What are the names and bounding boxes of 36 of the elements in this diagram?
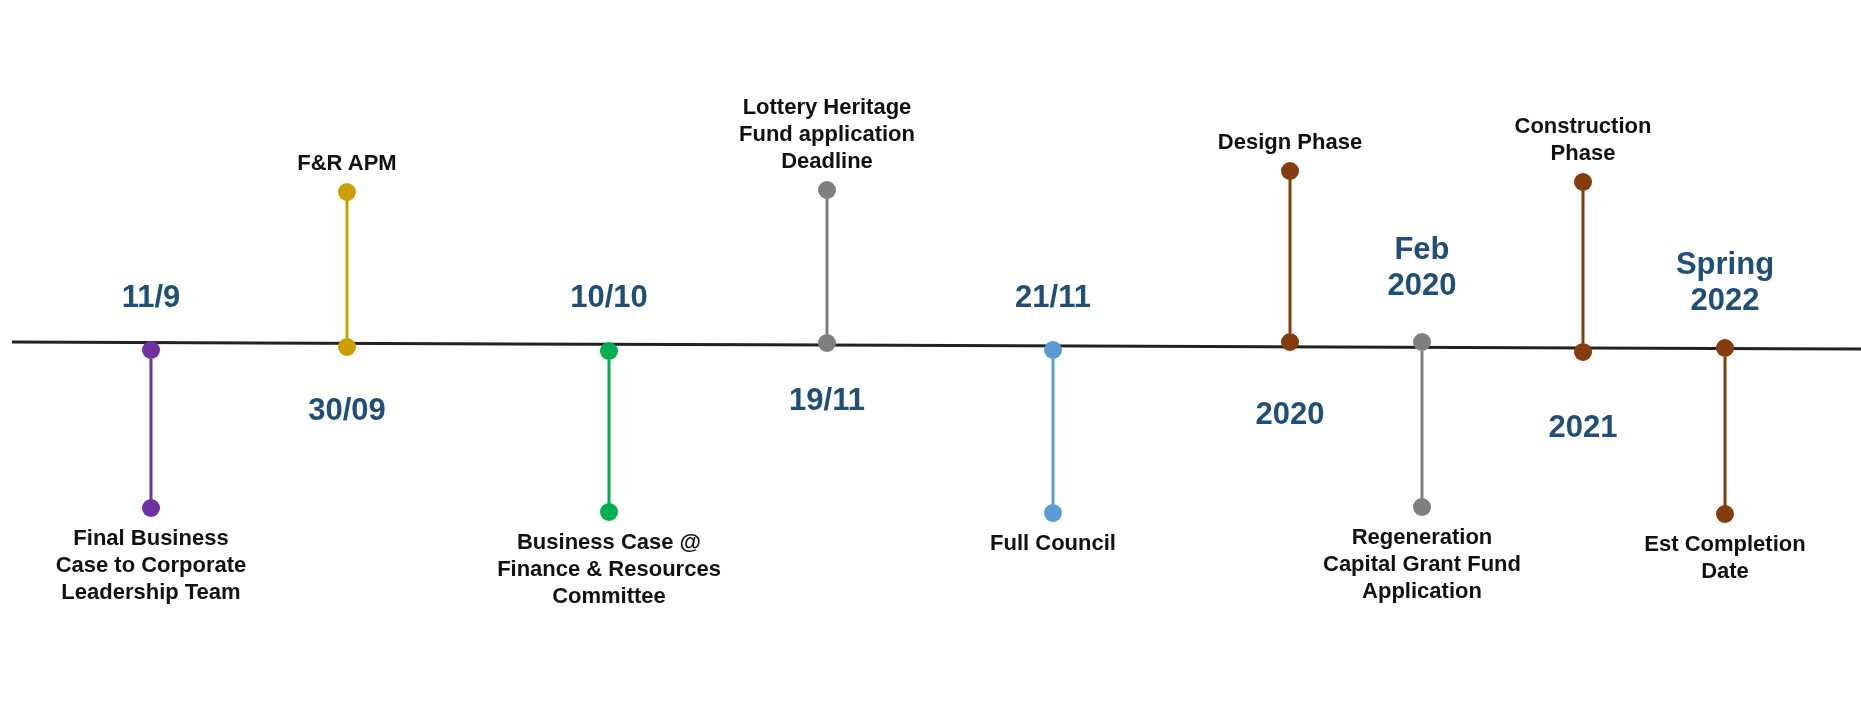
date-label: 2020 (1255, 396, 1325, 432)
timeline-dot (338, 338, 356, 356)
date-label: 30/09 (308, 392, 386, 428)
date-label: 11/9 (121, 279, 181, 315)
milestone-stem (142, 359, 160, 517)
milestone-text: Business Case @ Finance & Resources Committee (494, 512, 724, 609)
date-label: 10/10 (570, 279, 648, 315)
milestone-stem (338, 183, 356, 338)
milestone-stem (600, 360, 618, 521)
milestone-stem (1281, 162, 1299, 333)
timeline-dot (600, 342, 618, 360)
milestone-text: Regeneration Capital Grant Fund Application (1322, 507, 1522, 604)
milestone-text: Full Council (953, 513, 1153, 556)
timeline-dot (1044, 341, 1062, 359)
date-label: Feb 2020 (1386, 231, 1458, 303)
milestone-text: F&R APM (247, 149, 447, 192)
timeline-dot (1413, 333, 1431, 351)
milestone-stem (1044, 359, 1062, 522)
milestone-text: Est Completion Date (1630, 514, 1820, 584)
timeline-dot (818, 334, 836, 352)
timeline-dot (1716, 339, 1734, 357)
timeline-dot (1281, 333, 1299, 351)
milestone-stem (1574, 173, 1592, 343)
date-label: 21/11 (1015, 279, 1091, 315)
milestone-stem (818, 181, 836, 334)
date-label: 19/11 (789, 382, 865, 418)
timeline-dot (1574, 343, 1592, 361)
date-label: Spring 2022 (1674, 246, 1776, 318)
milestone-stem (1413, 351, 1431, 516)
milestone-text: Final Business Case to Corporate Leadership Team (51, 508, 251, 605)
milestone-text: Design Phase (1180, 128, 1400, 171)
milestone-text: Construction Phase (1483, 112, 1683, 182)
milestone-text: Lottery Heritage Fund application Deadline (727, 93, 927, 190)
timeline-dot (142, 341, 160, 359)
milestone-stem (1716, 357, 1734, 523)
date-label: 2021 (1548, 409, 1618, 445)
